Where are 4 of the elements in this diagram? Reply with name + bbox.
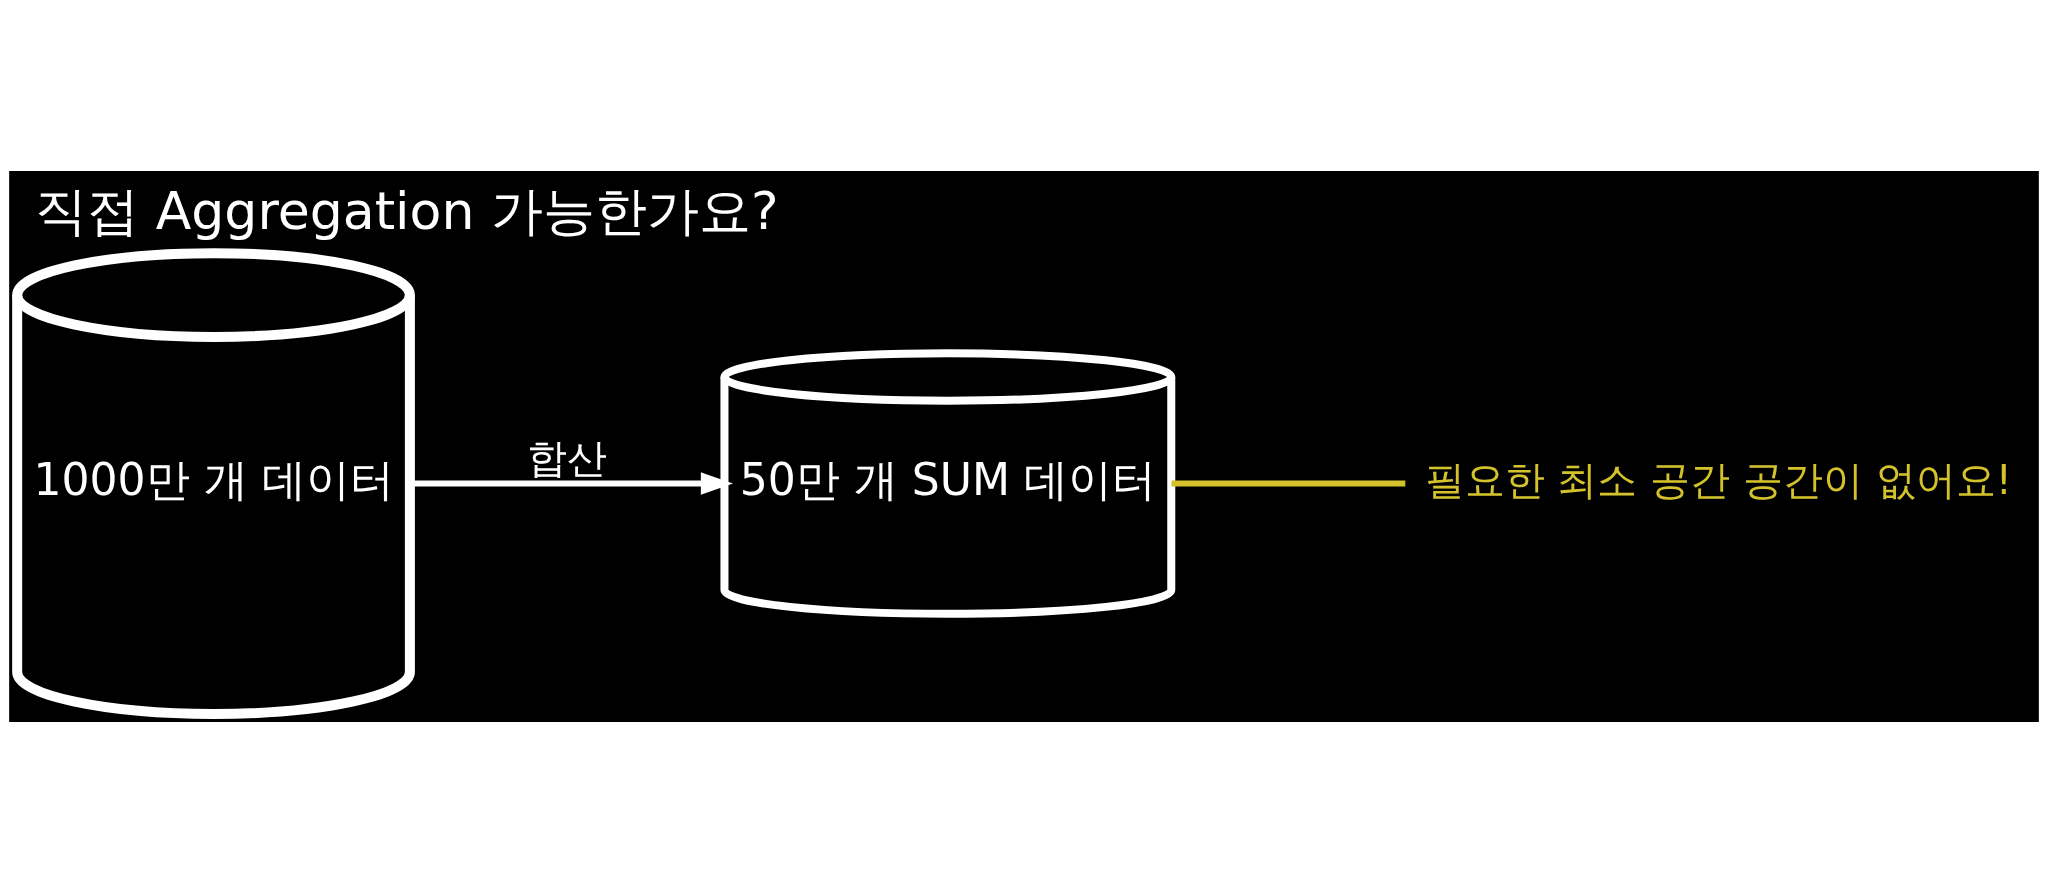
edge-label: 합산 — [527, 434, 608, 481]
diagram-title: 직접 Aggregation 가능한가요? — [35, 180, 779, 241]
connector — [1171, 480, 1406, 487]
node-text: 필요한 최소 공간 공간이 없어요! — [1424, 456, 2012, 503]
